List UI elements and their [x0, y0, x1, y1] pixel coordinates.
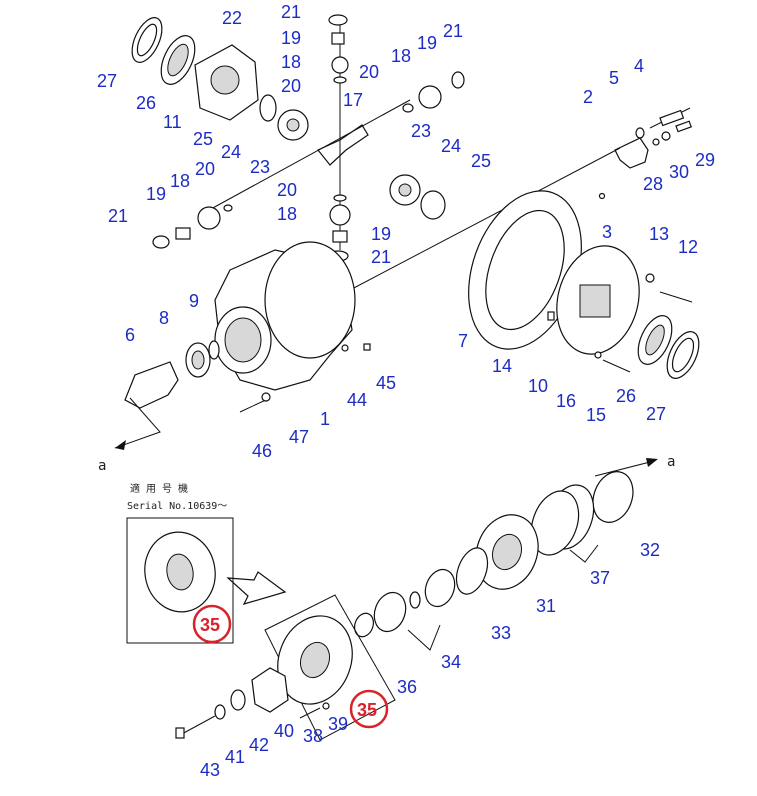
callout-35-main: 35 [357, 700, 377, 720]
callout-18-bottom: 18 [277, 204, 297, 224]
callout-13: 13 [649, 224, 669, 244]
callout-2: 2 [583, 87, 593, 107]
callout-37: 37 [590, 568, 610, 588]
callout-5: 5 [609, 68, 619, 88]
callout-17: 17 [343, 90, 363, 110]
callout-19-right: 19 [417, 33, 437, 53]
callout-12: 12 [678, 237, 698, 257]
callout-23-right: 23 [411, 121, 431, 141]
callout-15: 15 [586, 405, 606, 425]
callout-14: 14 [492, 356, 512, 376]
callout-18-right: 18 [391, 46, 411, 66]
callout-45: 45 [376, 373, 396, 393]
callout-43: 43 [200, 760, 220, 780]
callout-21-top: 21 [281, 2, 301, 22]
callout-6: 6 [125, 325, 135, 345]
callout-30: 30 [669, 162, 689, 182]
callout-11: 11 [163, 112, 182, 132]
callout-38: 38 [303, 726, 323, 746]
callout-26-upper: 26 [136, 93, 156, 113]
callout-20-top: 20 [281, 76, 301, 96]
callout-26-lower: 26 [616, 386, 636, 406]
housing-assembly [114, 190, 700, 450]
ref-a-right: a [667, 454, 675, 470]
callout-46: 46 [252, 441, 272, 461]
callout-25-right: 25 [471, 151, 491, 171]
callout-44: 44 [347, 390, 367, 410]
callout-21-bottom: 21 [371, 247, 391, 267]
callout-27-lower: 27 [646, 404, 666, 424]
callout-21-right: 21 [443, 21, 463, 41]
callout-21-left: 21 [108, 206, 128, 226]
callout-47: 47 [289, 427, 309, 447]
differential-parts [131, 14, 692, 291]
callout-20-right: 20 [359, 62, 379, 82]
callout-24-upper: 24 [221, 142, 241, 162]
callouts: 27 26 11 22 25 24 23 21 19 18 20 17 20 1… [97, 2, 715, 780]
callout-20-left: 20 [195, 159, 215, 179]
highlight-35-inset [192, 604, 232, 644]
callout-27-upper: 27 [97, 71, 117, 91]
callout-10: 10 [528, 376, 548, 396]
inset-note-line2: Serial No.10639～ [127, 501, 227, 512]
callout-4: 4 [634, 56, 644, 76]
callout-9: 9 [189, 291, 199, 311]
callout-33: 33 [491, 623, 511, 643]
callout-24-right: 24 [441, 136, 461, 156]
final-drive-parts [175, 458, 658, 741]
callout-23-upper: 23 [250, 157, 270, 177]
highlight-35-main [349, 689, 389, 729]
inset-note-line1: 適 用 号 機 [130, 482, 188, 495]
callout-25-upper: 25 [193, 129, 213, 149]
callout-40: 40 [274, 721, 294, 741]
ref-a-left: a [98, 458, 106, 474]
callout-39: 39 [328, 714, 348, 734]
callout-42: 42 [249, 735, 269, 755]
callout-7: 7 [458, 331, 468, 351]
callout-18-top: 18 [281, 52, 301, 72]
callout-22: 22 [222, 8, 242, 28]
callout-35-inset: 35 [200, 615, 220, 635]
callout-36: 36 [397, 677, 417, 697]
callout-19-bottom: 19 [371, 224, 391, 244]
callout-3: 3 [602, 222, 612, 242]
callout-32: 32 [640, 540, 660, 560]
callout-19-left: 19 [146, 184, 166, 204]
callout-19-top: 19 [281, 28, 301, 48]
callout-1: 1 [320, 409, 330, 429]
callout-34: 34 [441, 652, 461, 672]
callout-18-left: 18 [170, 171, 190, 191]
callout-29: 29 [695, 150, 715, 170]
callout-41: 41 [225, 747, 245, 767]
callout-20-bottom: 20 [277, 180, 297, 200]
inset-panel: 適 用 号 機 Serial No.10639～ [126, 482, 234, 644]
callout-28: 28 [643, 174, 663, 194]
callout-16: 16 [556, 391, 576, 411]
callout-8: 8 [159, 308, 169, 328]
callout-31: 31 [536, 596, 556, 616]
